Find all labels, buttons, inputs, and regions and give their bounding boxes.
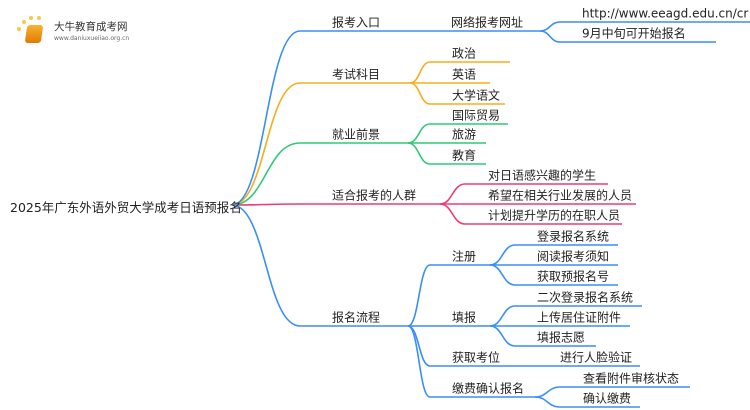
mind-map-node-level-3: 二次登录报名系统 [537, 290, 633, 305]
mind-map-node-level-3: 填报志愿 [537, 330, 585, 345]
connector-line [534, 386, 561, 398]
mind-map-node-level-2: 大学语文 [452, 88, 500, 103]
mind-map-node-level-2: 缴费确认报名 [452, 381, 524, 396]
mind-map-node-level-2: 对日语感兴趣的学生 [488, 168, 596, 183]
logo: 大牛教育成考网 www.daniuxueiiao.org.cn [16, 16, 146, 48]
logo-dot-icon [17, 27, 21, 31]
logo-dot-icon [22, 20, 26, 24]
mind-map-node-level-2: 旅游 [452, 128, 476, 142]
logo-dot-icon [37, 16, 41, 20]
logo-title: 大牛教育成考网 [54, 21, 128, 33]
connector-line [409, 61, 431, 84]
mind-map-node-level-3: 确认缴费 [583, 391, 631, 406]
mind-map-node-level-2: 获取考位 [452, 350, 500, 365]
connector-line [489, 325, 516, 347]
mind-map-node-level-2: 国际贸易 [452, 109, 500, 123]
connector-line [231, 82, 301, 206]
connector-line [231, 142, 301, 206]
connector-line [231, 204, 301, 327]
connector-line [407, 325, 431, 367]
mind-map-node-level-2: 教育 [452, 148, 476, 163]
mind-map-node-level-1: 考试科目 [332, 67, 380, 82]
connector-line [489, 305, 516, 327]
connector-line [407, 142, 431, 165]
mind-map-node-level-3: 获取预报名号 [537, 269, 609, 284]
connector-line [231, 30, 301, 206]
logo-url: www.daniuxueiiao.org.cn [54, 35, 130, 42]
mind-map-node-level-3: 阅读报考须知 [537, 249, 609, 264]
connector-line [407, 264, 431, 327]
mind-map-node-level-1: 报考入口 [332, 15, 380, 30]
mind-map-node-level-2: 希望在相关行业发展的人员 [488, 188, 632, 203]
connector-line [407, 325, 431, 398]
connector-line [539, 21, 561, 32]
mind-map-node-level-3: 查看附件审核状态 [583, 371, 679, 386]
connector-line [231, 203, 301, 206]
logo-dot-icon [29, 16, 33, 20]
mind-map-node-level-1: 就业前景 [332, 127, 380, 142]
mind-map-node-level-2: 计划提升学历的在职人员 [488, 208, 620, 223]
mind-map-node-level-3: 9月中旬可开始报名 [582, 26, 686, 41]
connector-line [539, 30, 561, 43]
connector-line [409, 82, 431, 105]
connector-line [439, 183, 466, 205]
mind-map-node-level-3: 上传居住证附件 [537, 310, 621, 325]
mind-map-node-level-2: 英语 [452, 68, 476, 82]
mind-map-node-level-3: 登录报名系统 [537, 229, 609, 244]
mind-map-node-level-2: 注册 [452, 249, 476, 264]
connector-line [489, 244, 516, 266]
connector-line [534, 396, 561, 408]
mind-map-node-level-2: 填报 [452, 310, 476, 325]
connector-line [439, 203, 466, 225]
mind-map-node-level-1: 报名流程 [332, 310, 380, 325]
connector-line [407, 123, 431, 144]
mind-map-node-level-3: http://www.eeagd.edu.cn/cr [582, 7, 748, 21]
mind-map-node-level-3: 进行人脸验证 [560, 350, 632, 365]
root-node: 2025年广东外语外贸大学成考日语预报名 [10, 200, 242, 215]
mind-map-node-level-2: 网络报考网址 [451, 15, 523, 30]
connector-line [489, 264, 516, 286]
mind-map-node-level-1: 适合报考的人群 [332, 188, 416, 203]
mind-map-node-level-2: 政治 [452, 47, 476, 61]
